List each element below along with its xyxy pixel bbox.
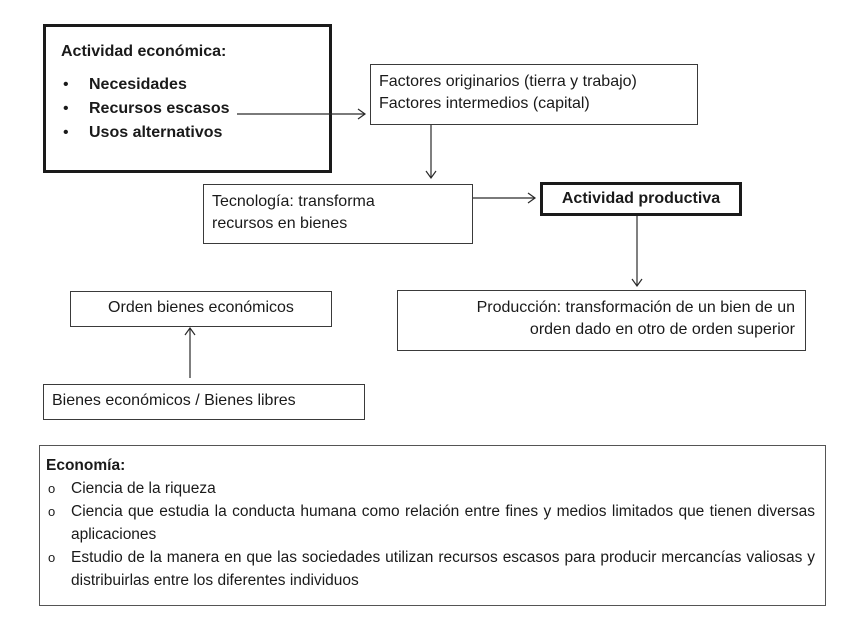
actividad-economica-list: • Necesidades • Recursos escasos • Usos … [61,73,329,145]
produccion-box: Producción: transformación de un bien de… [397,290,806,351]
factores-originarios-text: Factores originarios (tierra y trabajo) [379,73,637,90]
orden-bienes-label: Orden bienes económicos [108,299,294,316]
list-item-label: Ciencia que estudia la conducta humana c… [71,503,815,543]
factores-box: Factores originarios (tierra y trabajo) … [370,64,698,125]
list-item-necesidades: • Necesidades [61,73,329,97]
list-item-label: Necesidades [89,76,187,93]
circle-bullet-icon: o [48,481,56,496]
bullet-icon: • [63,100,69,117]
bullet-icon: • [63,124,69,141]
arrow-down-icon [425,125,437,180]
bienes-box: Bienes económicos / Bienes libres [43,384,365,420]
arrow-down-icon [631,216,643,288]
economia-list: o Ciencia de la riqueza o Ciencia que es… [46,477,815,592]
actividad-productiva-box: Actividad productiva [540,182,742,216]
produccion-line-1: Producción: transformación de un bien de… [476,299,795,316]
factores-intermedios-text: Factores intermedios (capital) [379,95,590,112]
tecnologia-box: Tecnología: transforma recursos en biene… [203,184,473,244]
list-item-label: Estudio de la manera en que las sociedad… [71,549,815,589]
list-item-label: Ciencia de la riqueza [71,480,216,497]
arrow-up-icon [184,326,196,378]
actividad-economica-title: Actividad económica: [61,43,227,60]
list-item-usos-alternativos: • Usos alternativos [61,121,329,145]
tecnologia-line-1: Tecnología: transforma [212,193,375,210]
list-item-recursos-escasos: • Recursos escasos [61,97,329,121]
orden-bienes-box: Orden bienes económicos [70,291,332,327]
list-item-recursos-escasos-sociedades: o Estudio de la manera en que las socied… [46,546,815,592]
economia-title: Economía: [46,457,126,474]
list-item-label: Recursos escasos [89,100,230,117]
list-item-conducta-humana: o Ciencia que estudia la conducta humana… [46,500,815,546]
bienes-label: Bienes económicos / Bienes libres [52,392,296,409]
economia-box: Economía: o Ciencia de la riqueza o Cien… [39,445,826,606]
circle-bullet-icon: o [48,550,56,565]
bullet-icon: • [63,76,69,93]
actividad-productiva-label: Actividad productiva [561,190,721,207]
tecnologia-line-2: recursos en bienes [212,215,348,232]
circle-bullet-icon: o [48,504,56,519]
actividad-economica-box: Actividad económica: • Necesidades • Rec… [43,24,332,173]
produccion-line-2: orden dado en otro de orden superior [529,321,795,338]
arrow-right-icon [473,192,537,204]
list-item-label: Usos alternativos [89,124,223,141]
list-item-riqueza: o Ciencia de la riqueza [46,477,815,500]
